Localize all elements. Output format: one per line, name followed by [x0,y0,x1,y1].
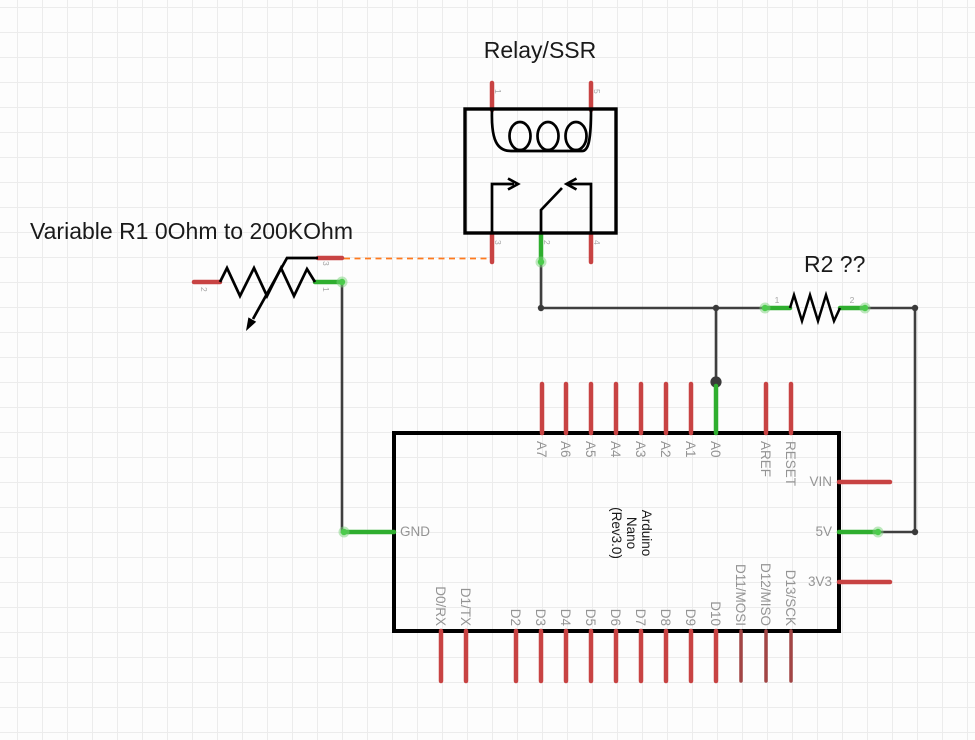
pin-label-a2: A2 [658,441,673,458]
relay-pin-number-1: 1 [493,89,503,94]
arrow-right-icon [507,177,521,191]
pin-label-d3: D3 [533,609,548,626]
r1-pin-number-2: 2 [199,287,209,292]
pin-label-a6: A6 [558,441,573,458]
relay-contact-right [569,182,593,233]
pin-label-d9: D9 [683,609,698,626]
wire-segment[interactable] [539,262,765,310]
junction-dot-r2-pin1 [761,304,769,312]
r1-wiper-arrowhead [246,317,257,331]
wire-segment[interactable] [340,282,346,534]
arrow-left-icon [563,177,578,191]
pin-label-d11-mosi: D11/MOSI [733,564,748,626]
arduino-name-line3: (Rev3.0) [609,507,624,559]
relay-coil-loop [564,120,588,152]
pin-label-d1-tx: D1/TX [458,588,473,626]
junction-dot-5v [874,528,882,536]
a0-junction-dot [710,376,722,388]
corner-dot [911,528,919,536]
pin-label-gnd: GND [400,524,430,539]
relay-pole-lever [539,187,563,233]
resistor-r2[interactable]: R2 ?? 1 2 [762,251,868,326]
pin-label-5v: 5V [815,524,832,539]
pin-label-d10: D10 [708,601,723,626]
r1-pin-number-3: 3 [321,261,331,266]
junction-dot-r2-pin2 [861,304,869,312]
arduino-nano[interactable]: A7 A6 A5 A4 A3 A2 A1 A0 AREF RESET D0/RX… [343,381,893,684]
wire-segment[interactable] [865,306,917,534]
t-junction-dot [712,304,720,312]
relay-contact-left [490,182,514,233]
junction-dot-gnd [340,528,348,536]
pin-label-d4: D4 [558,609,573,627]
r2-pin-number-1: 1 [775,295,780,305]
pin-label-d5: D5 [583,609,598,626]
pin-label-a1: A1 [683,441,698,458]
pin-label-d2: D2 [508,609,523,626]
pin-label-a5: A5 [583,441,598,458]
relay-title: Relay/SSR [484,37,596,63]
wire-relay-pin2-to-a0-and-r2[interactable] [537,262,765,388]
relay-pin-number-4: 4 [592,240,602,245]
relay-coil-loop [508,120,532,152]
corner-dot [911,304,919,312]
pin-label-a7: A7 [534,441,549,458]
pin-label-d7: D7 [633,609,648,626]
relay-pin-number-3: 3 [493,240,503,245]
corner-dot [537,304,545,312]
relay-coil-loop [536,120,560,152]
pin-label-aref: AREF [758,441,773,477]
relay-component[interactable]: Relay/SSR 1 5 3 2 4 [463,37,618,265]
relay-pin-number-2: 2 [542,240,552,245]
pin-label-vin: VIN [809,474,832,489]
pin-label-a4: A4 [608,441,623,458]
pin-label-d8: D8 [658,609,673,626]
pin-label-d6: D6 [608,609,623,626]
pin-label-3v3: 3V3 [808,574,832,589]
pin-label-a0: A0 [708,441,723,458]
pin-label-d13-sck: D13/SCK [783,570,798,626]
r2-title: R2 ?? [804,251,865,277]
relay-pin-number-5: 5 [592,89,602,94]
wire-r1-pin1-to-gnd[interactable] [340,282,346,534]
r1-wiper-arm [251,256,318,320]
arduino-name-line2: Nano [624,517,639,549]
arduino-name: Arduino Nano (Rev3.0) [609,507,654,559]
pin-label-a3: A3 [633,441,648,458]
r2-zigzag-body [788,290,842,326]
r1-title: Variable R1 0Ohm to 200KOhm [30,218,353,244]
r2-pin-number-2: 2 [850,295,855,305]
wire-r2-pin2-to-5v[interactable] [865,304,919,536]
pin-label-reset: RESET [783,441,798,486]
r1-pin-number-1: 1 [321,287,331,292]
pin-label-d0-rx: D0/RX [433,586,448,626]
connection-dots [336,256,884,538]
junction-dot-relay-pin2 [537,258,545,266]
arduino-name-line1: Arduino [639,510,654,557]
potentiometer-r1[interactable]: Variable R1 0Ohm to 200KOhm 2 3 1 [30,218,353,331]
junction-dot-r1-pin1 [338,278,346,286]
pin-label-d12-miso: D12/MISO [758,563,773,626]
